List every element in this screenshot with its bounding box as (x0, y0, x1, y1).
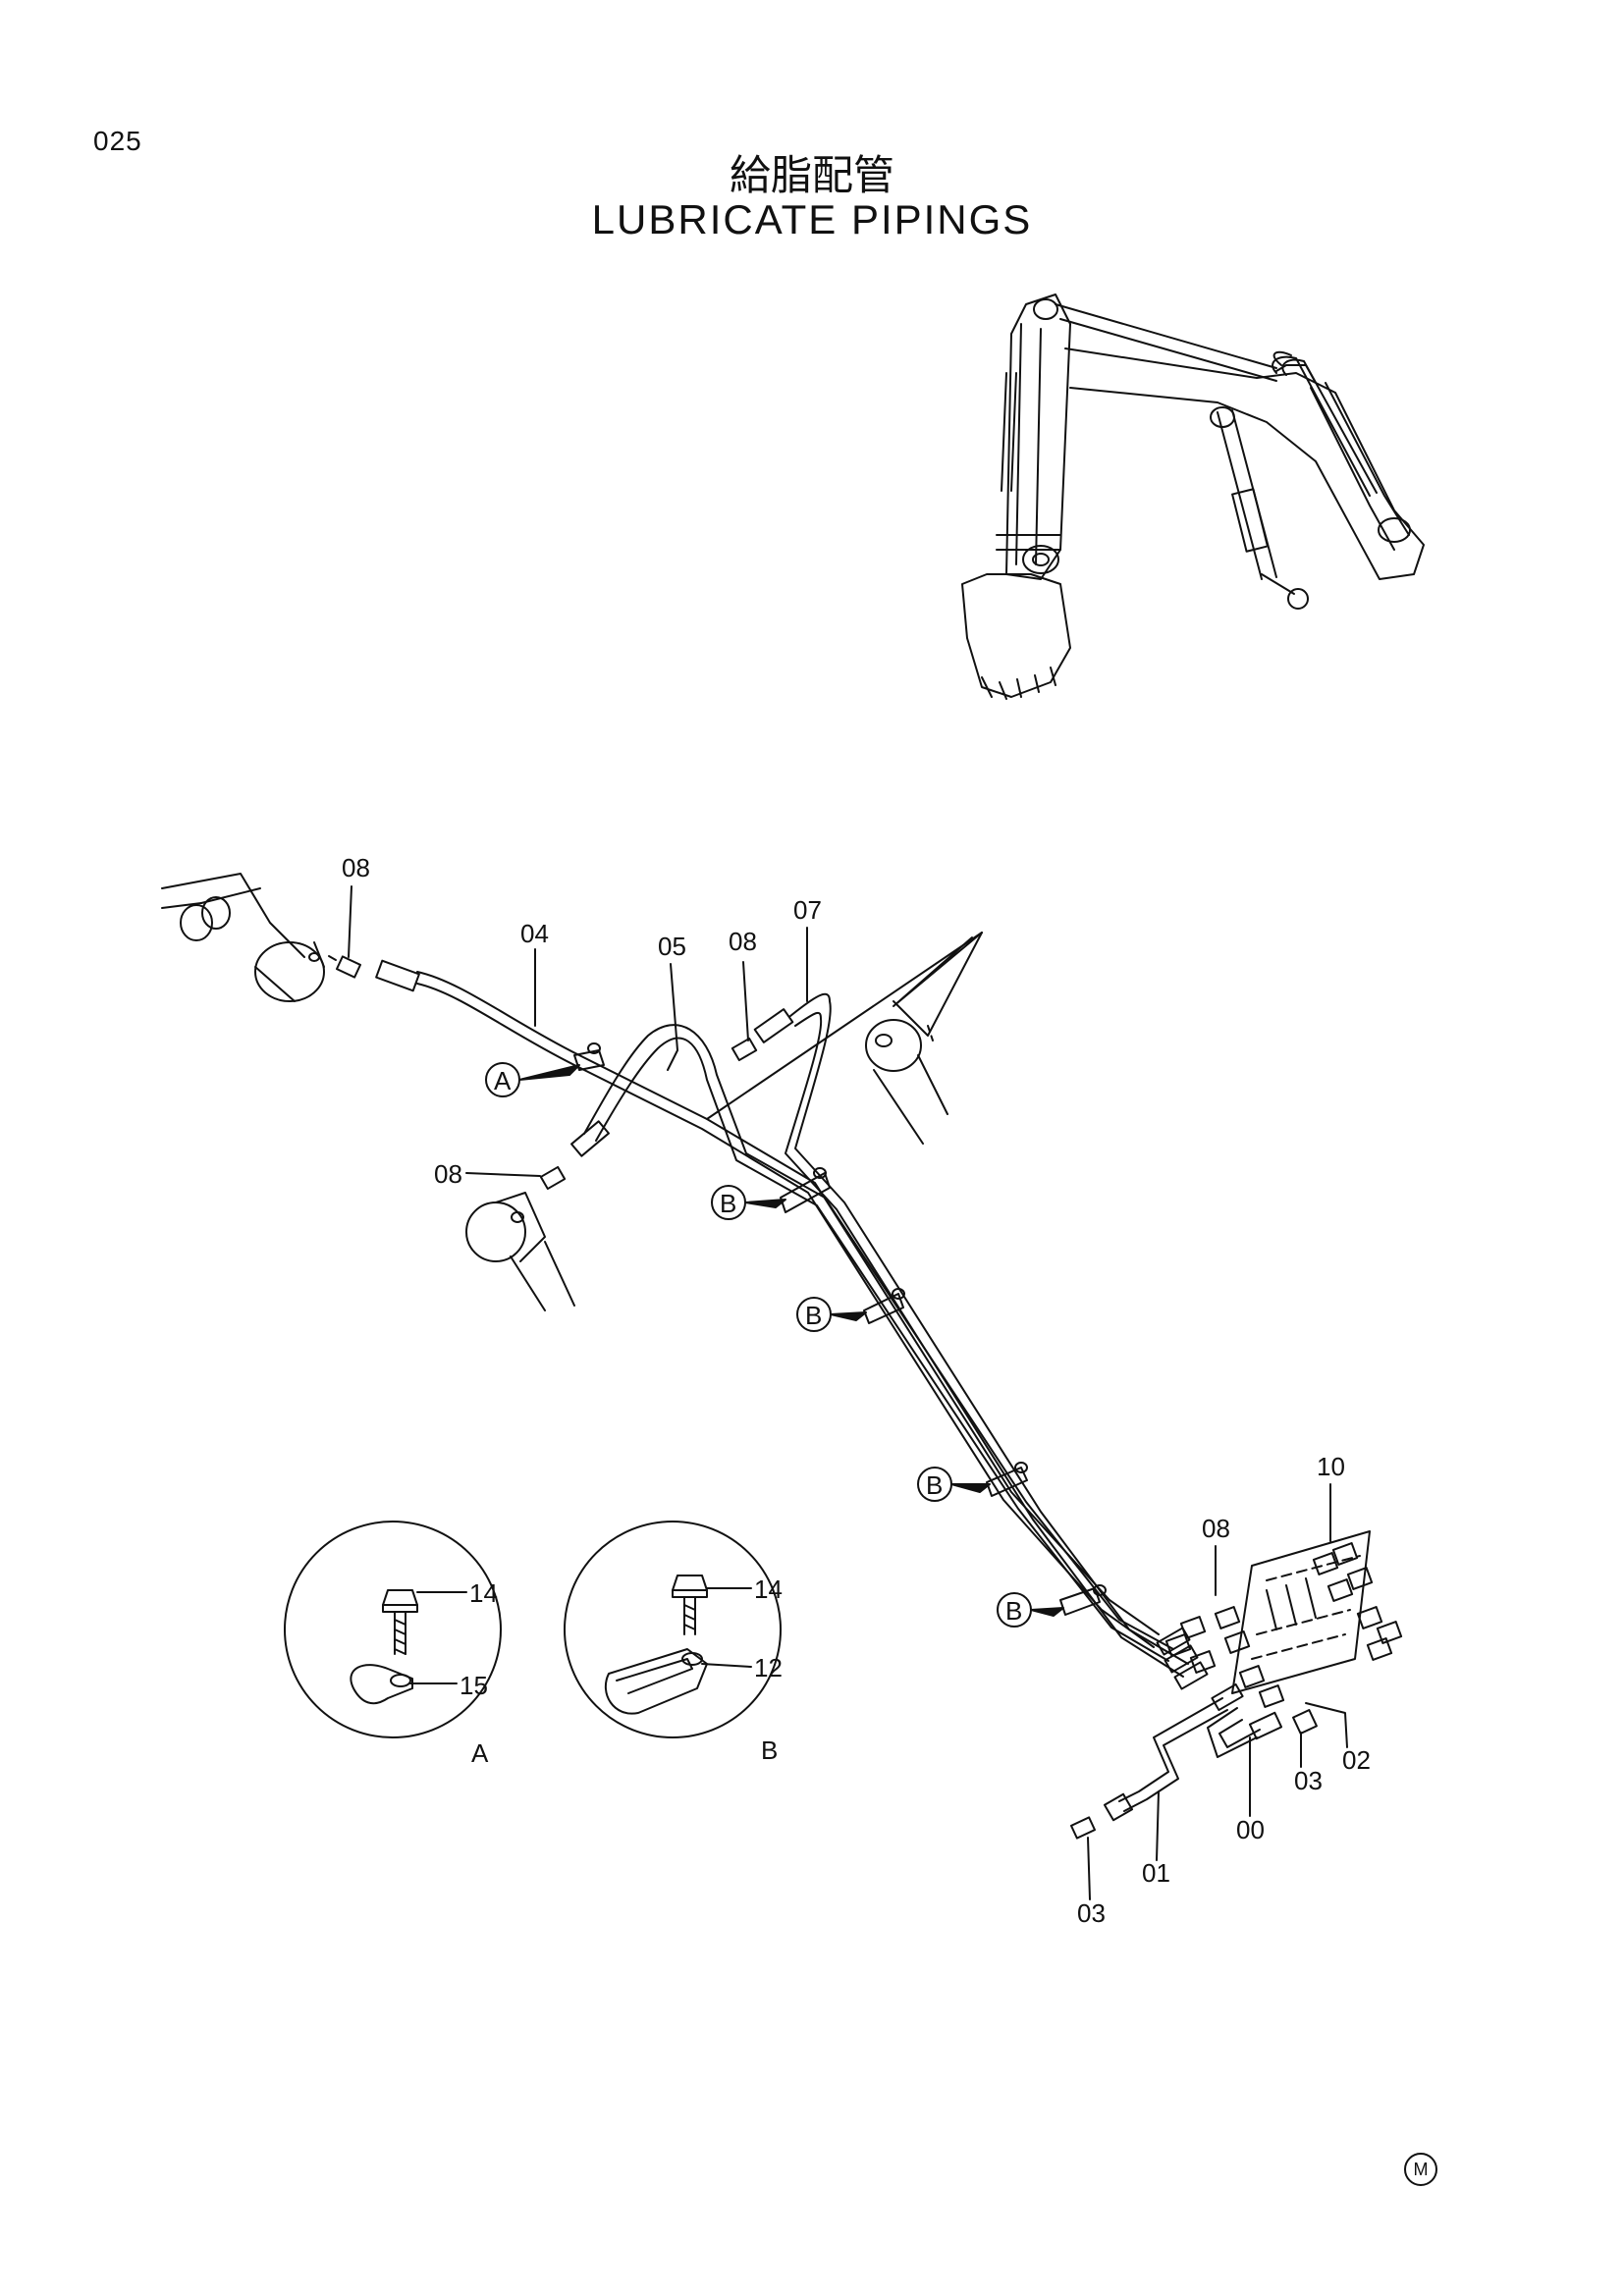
fitting-03-right-drawing (1292, 1709, 1318, 1735)
callout-a-main (485, 1062, 580, 1097)
callout-b2 (796, 1297, 867, 1332)
callout-b3 (917, 1467, 991, 1502)
boom-bracket-drawing (706, 932, 983, 1145)
label-03-bottom: 03 (1077, 1898, 1106, 1928)
clamp-b-3-drawing (986, 1462, 1028, 1497)
label-08-mid: 08 (729, 927, 757, 956)
label-08-top: 08 (342, 853, 370, 882)
clamp-b-4-drawing (1059, 1584, 1107, 1616)
label-07: 07 (793, 895, 822, 925)
title-japanese: 給脂配管 (729, 151, 894, 199)
pipe-07-drawing (753, 992, 1189, 1678)
label-12: 12 (754, 1653, 783, 1682)
callout-b2-letter: B (805, 1301, 822, 1330)
callout-b3-letter: B (926, 1470, 943, 1500)
clamp-b-2-drawing (863, 1288, 905, 1324)
grease-fitting-08-top (328, 955, 362, 979)
fitting-03-bottom-drawing (1069, 1816, 1097, 1840)
pipe-04-drawing (375, 959, 1160, 1648)
detail-a-letter: A (471, 1738, 489, 1768)
label-00: 00 (1236, 1815, 1265, 1844)
pipe-05-drawing (570, 1024, 1174, 1662)
pipe-01-drawing (1103, 1682, 1244, 1822)
title-english: LUBRICATE PIPINGS (591, 196, 1033, 242)
clamp-b-1-drawing (780, 1167, 831, 1213)
grease-fitting-08-middle (731, 1037, 758, 1062)
label-08-right: 08 (1202, 1514, 1230, 1543)
detail-b-drawing (564, 1521, 782, 1738)
label-02: 02 (1342, 1745, 1371, 1775)
label-10: 10 (1317, 1452, 1345, 1481)
label-01: 01 (1142, 1858, 1170, 1888)
pipe-00-drawing (1207, 1707, 1283, 1758)
detail-b-letter: B (761, 1735, 778, 1765)
label-14-detail-b: 14 (754, 1575, 783, 1604)
label-04: 04 (520, 919, 549, 948)
excavator-overview-drawing (961, 294, 1425, 700)
label-03-right: 03 (1294, 1766, 1323, 1795)
label-15: 15 (460, 1671, 488, 1700)
boom-cylinder-head-drawing (465, 1165, 575, 1311)
arm-cylinder-head-drawing (161, 873, 325, 1002)
label-05: 05 (658, 932, 686, 961)
corner-m-mark: M (1404, 2153, 1437, 2186)
label-08-left: 08 (434, 1159, 462, 1189)
callout-b4-letter: B (1005, 1596, 1022, 1626)
callout-b1 (711, 1185, 786, 1220)
callout-a-main-letter: A (494, 1066, 512, 1095)
callout-b1-letter: B (720, 1189, 736, 1218)
distribution-block-drawing (1156, 1530, 1403, 1708)
label-14-detail-a: 14 (469, 1578, 498, 1608)
callout-b4 (997, 1592, 1064, 1628)
detail-a-drawing (284, 1521, 502, 1738)
page-number: 025 (93, 126, 142, 156)
leader-lines (348, 885, 1348, 1900)
